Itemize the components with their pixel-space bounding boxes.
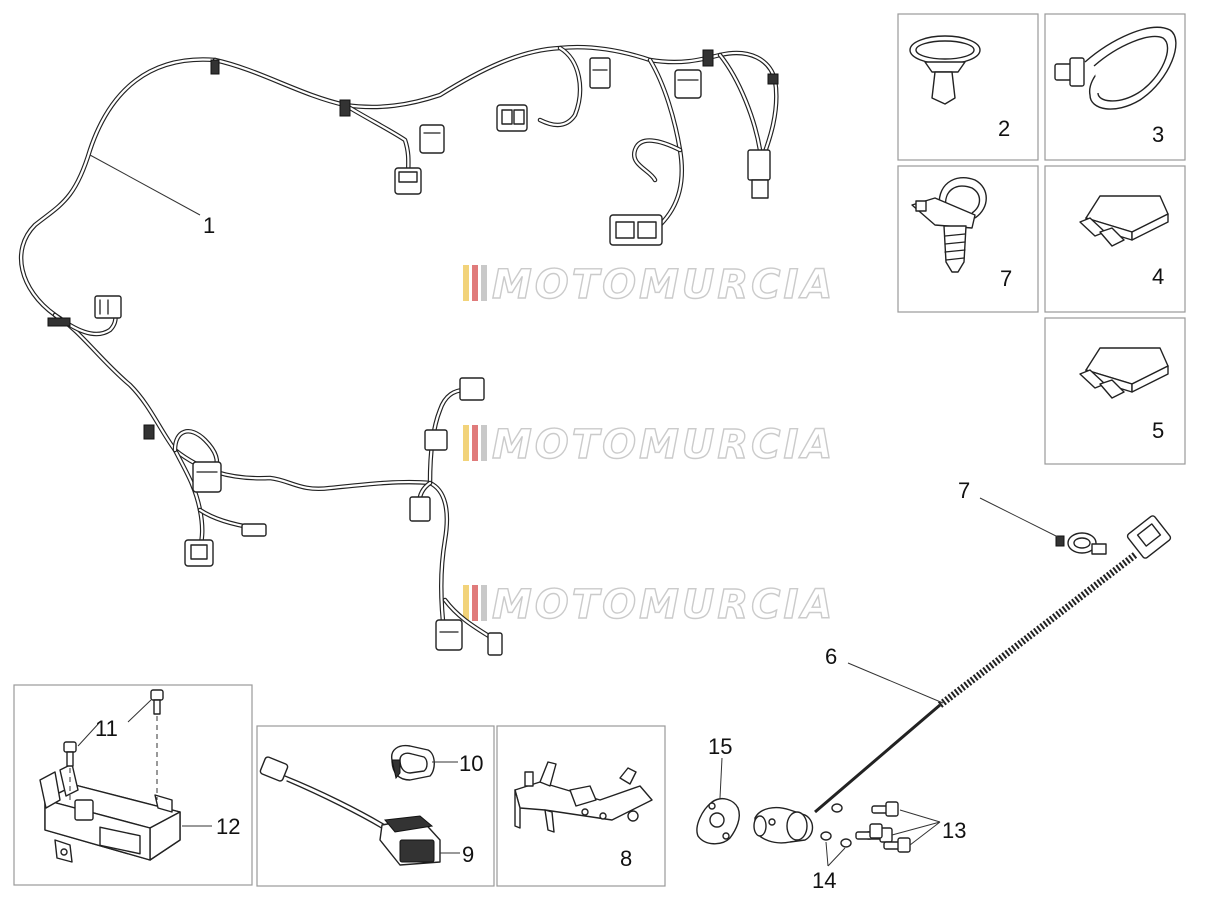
wiring-harness: [18, 44, 779, 656]
label-part-4: 4: [1152, 264, 1164, 289]
connector-icon: [419, 124, 445, 154]
leader-line: [77, 699, 152, 747]
screw-icon: [63, 741, 77, 800]
label-part-7-detail: 7: [1000, 266, 1012, 291]
watermark-1: MOTOMURCIA: [463, 261, 835, 309]
control-unit-icon: [39, 763, 181, 863]
washer-icon: [820, 803, 852, 848]
label-part-9: 9: [462, 842, 474, 867]
screw-icon: [855, 823, 883, 840]
connector-icon: [589, 57, 611, 89]
connector-icon: [192, 461, 222, 493]
fuse-icon: [1079, 195, 1169, 247]
label-part-1: 1: [203, 213, 215, 238]
connector-icon: [435, 619, 463, 651]
connector-icon: [394, 167, 422, 195]
leader-line: [825, 841, 846, 867]
label-part-12: 12: [216, 814, 240, 839]
clip-icon: [702, 49, 714, 67]
connector-icon: [459, 377, 485, 401]
label-part-2: 2: [998, 116, 1010, 141]
connector-icon: [94, 295, 122, 319]
box-part-4: 4: [1044, 165, 1186, 313]
watermark-2: MOTOMURCIA: [463, 421, 835, 469]
box-part-7-detail: 7: [897, 165, 1039, 313]
label-part-7: 7: [958, 478, 970, 503]
label-part-10: 10: [459, 751, 483, 776]
connector-icon: [241, 523, 267, 537]
label-part-11: 11: [95, 716, 118, 741]
screw-icon: [150, 689, 164, 800]
connector-icon: [609, 214, 663, 246]
fuse-icon: [1079, 347, 1169, 399]
clip-icon: [339, 99, 351, 117]
label-part-8: 8: [620, 846, 632, 871]
label-part-14: 14: [812, 868, 836, 893]
connector-icon: [184, 539, 214, 567]
clip-icon: [210, 59, 220, 75]
gasket-plate-icon: [696, 798, 740, 845]
connector-icon: [496, 104, 528, 132]
clip-icon: [47, 317, 71, 327]
connector-icon: [487, 632, 503, 656]
leader-line: [847, 662, 944, 704]
connector-icon: [674, 69, 702, 99]
watermark-text: MOTOMURCIA: [492, 582, 835, 628]
connector-icon: [409, 496, 431, 522]
box-part-12: 11 12: [13, 684, 253, 886]
watermark-text: MOTOMURCIA: [492, 422, 835, 468]
clip-icon: [143, 424, 155, 440]
screw-icon: [883, 837, 911, 853]
watermark-3: MOTOMURCIA: [463, 581, 835, 629]
label-part-13: 13: [942, 818, 966, 843]
clamp-screw-icon: [911, 176, 987, 273]
leader-line: [979, 497, 1061, 539]
clip-icon: [767, 73, 779, 85]
box-part-8: 8: [496, 725, 666, 887]
box-part-9: 10 9: [256, 725, 495, 887]
box-part-5: 5: [1044, 317, 1186, 465]
label-part-5: 5: [1152, 418, 1164, 443]
connector-lead-icon: [259, 756, 441, 866]
leader-line: [891, 809, 941, 846]
box-part-3: 3: [1044, 13, 1186, 161]
box-part-2: 2: [897, 13, 1039, 161]
cable-tie-icon: [1054, 26, 1177, 110]
leader-line: [719, 757, 723, 799]
connector-icon: [424, 429, 448, 451]
cable-clip-icon: [909, 35, 981, 105]
bracket-icon: [514, 761, 653, 833]
rubber-grommet-icon: [391, 744, 435, 781]
label-part-6: 6: [825, 644, 837, 669]
leader-line: [89, 154, 201, 216]
speed-sensor-cable-icon: [753, 515, 1172, 844]
connector-icon: [747, 149, 771, 199]
watermark-text: MOTOMURCIA: [492, 262, 835, 308]
label-part-3: 3: [1152, 122, 1164, 147]
screw-icon: [871, 801, 899, 817]
clamp-icon: [1055, 532, 1107, 555]
label-part-15: 15: [708, 734, 732, 759]
